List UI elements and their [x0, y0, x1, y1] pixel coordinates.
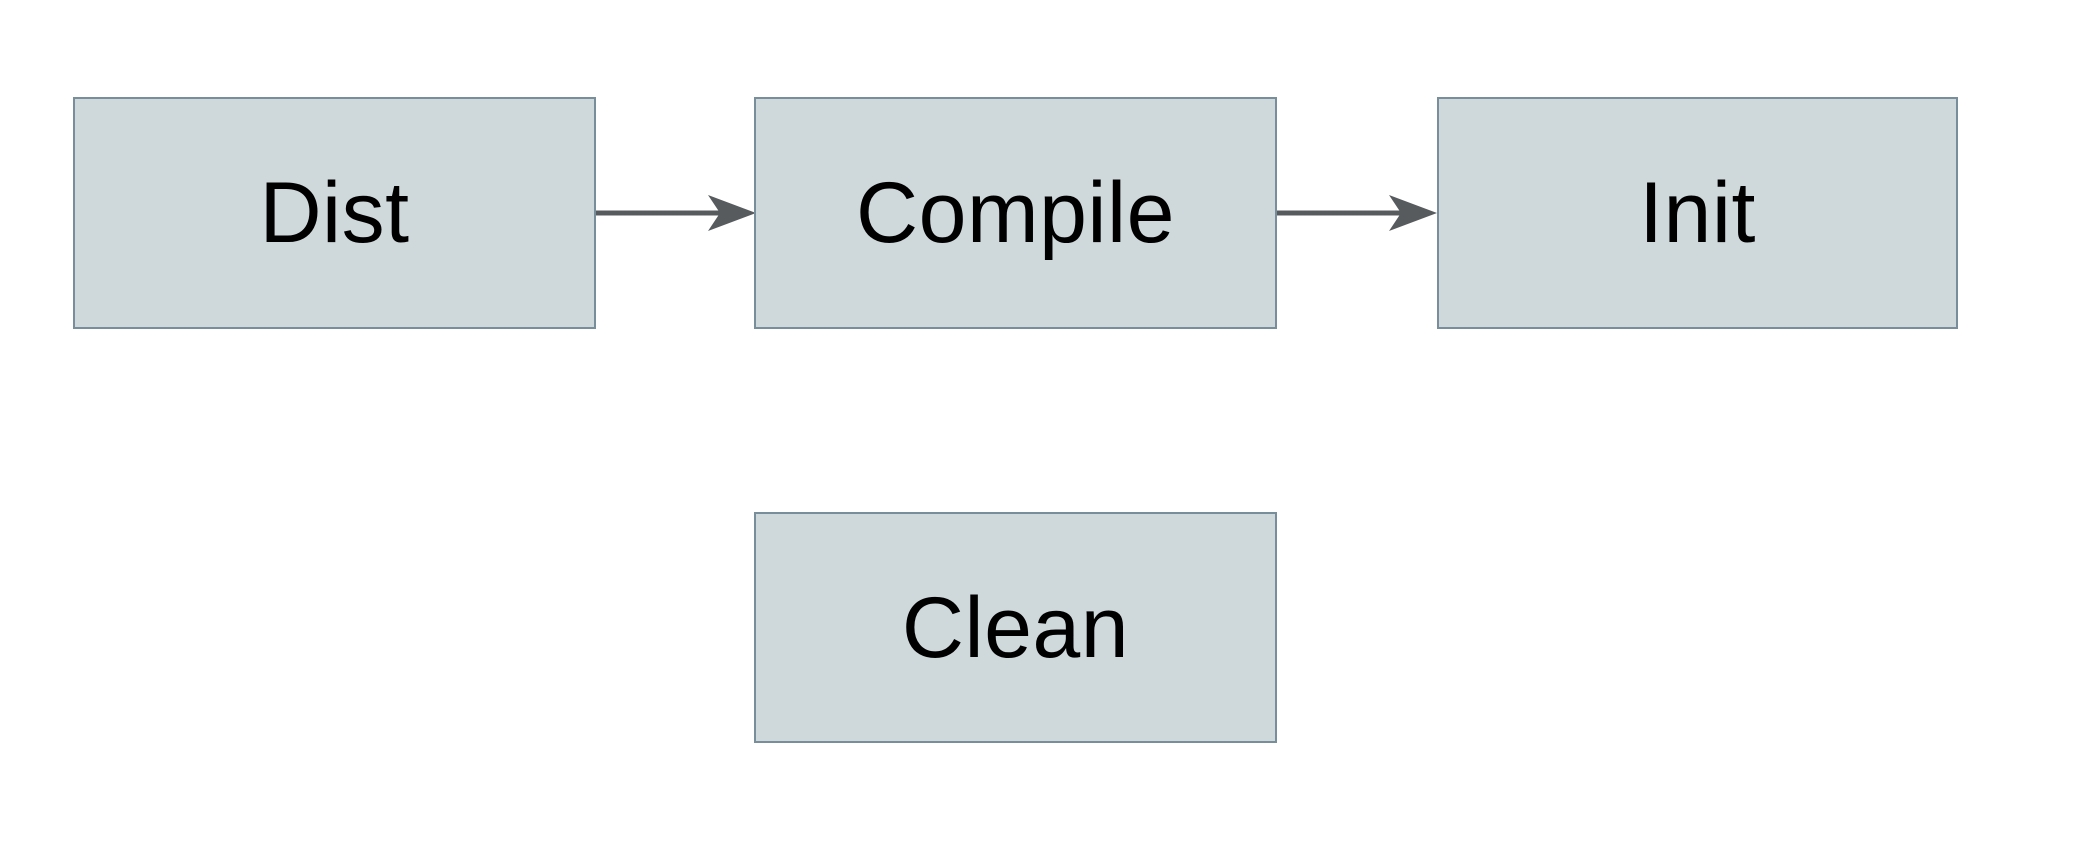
- node-dist-label: Dist: [259, 165, 410, 261]
- node-clean[interactable]: Clean: [754, 512, 1277, 743]
- node-init[interactable]: Init: [1437, 97, 1958, 329]
- arrow-right-icon: [596, 195, 756, 231]
- arrow-compile-to-init-icon: [1277, 185, 1437, 241]
- node-init-label: Init: [1639, 165, 1756, 261]
- node-clean-label: Clean: [901, 579, 1130, 676]
- arrow-right-icon: [1277, 195, 1437, 231]
- node-compile-label: Compile: [856, 165, 1175, 261]
- node-dist[interactable]: Dist: [73, 97, 596, 329]
- node-compile[interactable]: Compile: [754, 97, 1277, 329]
- arrow-dist-to-compile-icon: [596, 185, 756, 241]
